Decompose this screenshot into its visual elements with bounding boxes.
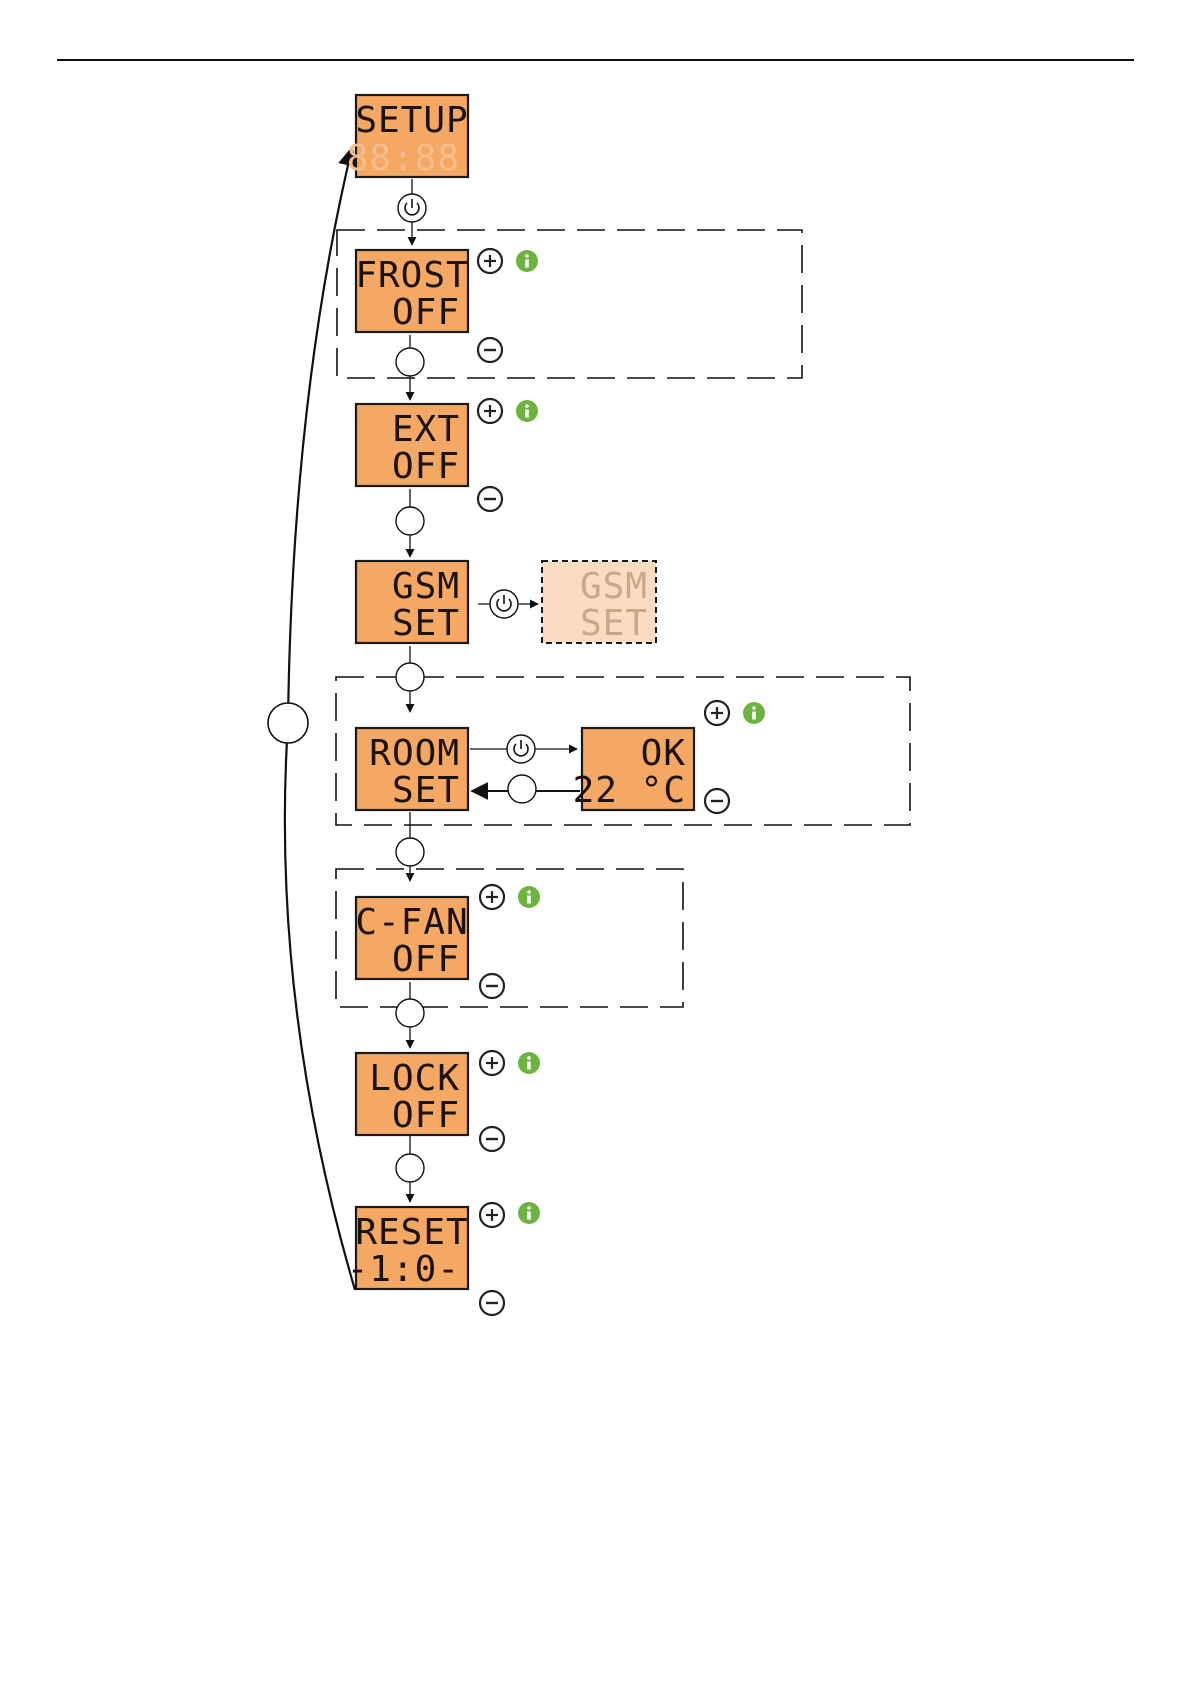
lcd-lock-line1: LOCK [369,1058,460,1099]
plus-button-lock[interactable] [480,1051,504,1075]
info-icon [518,1052,540,1074]
power-button-setup[interactable] [398,194,426,222]
power-button-gsm[interactable] [490,590,518,618]
lcd-gsm-line2: SET [392,603,460,644]
lcd-setup-line1: SETUP [355,100,468,141]
next-button-lock[interactable] [396,1154,424,1182]
info-icon [743,702,765,724]
lcd-setup-line2: 88:88 [347,138,460,179]
plus-button-room[interactable] [705,701,729,725]
lcd-ext-line2: OFF [392,446,460,487]
lcd-gsm-line1: GSM [392,566,460,607]
lcd-frost-line2: OFF [392,292,460,333]
lcd-lock-line2: OFF [392,1095,460,1136]
plus-button-cfan[interactable] [480,885,504,909]
lcd-cfan-line2: OFF [392,939,460,980]
lcd-display-lock: LOCK OFF [356,1053,468,1136]
info-icon [518,1202,540,1224]
info-icon [518,886,540,908]
lcd-room-sub-line1: OK [641,733,686,774]
minus-button-room[interactable] [705,789,729,813]
lcd-display-cfan: C-FAN OFF [355,897,468,980]
lcd-reset-line1: RESET [355,1212,468,1253]
lcd-display-gsm-sub: GSM SET [542,561,656,644]
lcd-room-sub-line2: 22 °C [573,770,686,811]
power-button-room[interactable] [507,735,535,763]
lcd-frost-line1: FROST [355,255,468,296]
plus-button-frost[interactable] [478,249,502,273]
minus-button-frost[interactable] [478,338,502,362]
info-icon [516,250,538,272]
lcd-cfan-line1: C-FAN [355,902,468,943]
lcd-display-room: ROOM SET [356,728,468,811]
lcd-display-setup: SETUP 88:88 [347,95,469,179]
plus-button-ext[interactable] [478,399,502,423]
next-button-frost[interactable] [396,348,424,376]
lcd-display-frost: FROST OFF [355,250,468,333]
lcd-display-reset: RESET -1:0- [347,1207,469,1290]
lcd-gsm-sub-line2: SET [580,603,648,644]
info-icon [516,400,538,422]
return-loop-button[interactable] [268,703,308,743]
next-button-ext[interactable] [396,507,424,535]
lcd-display-gsm: GSM SET [356,561,468,644]
next-button-room[interactable] [396,838,424,866]
next-button-cfan[interactable] [396,999,424,1027]
plus-button-reset[interactable] [480,1203,504,1227]
lcd-ext-line1: EXT [392,409,460,450]
lcd-display-room-sub: OK 22 °C [573,728,694,811]
lcd-display-ext: EXT OFF [356,404,468,487]
lcd-room-line1: ROOM [369,733,460,774]
lcd-room-line2: SET [392,770,460,811]
lcd-gsm-sub-line1: GSM [580,566,648,607]
minus-button-cfan[interactable] [480,974,504,998]
minus-button-ext[interactable] [478,487,502,511]
minus-button-reset[interactable] [480,1291,504,1315]
lcd-reset-line2: -1:0- [347,1249,460,1290]
next-button-gsm[interactable] [396,663,424,691]
minus-button-lock[interactable] [480,1127,504,1151]
back-button-room[interactable] [508,775,536,803]
